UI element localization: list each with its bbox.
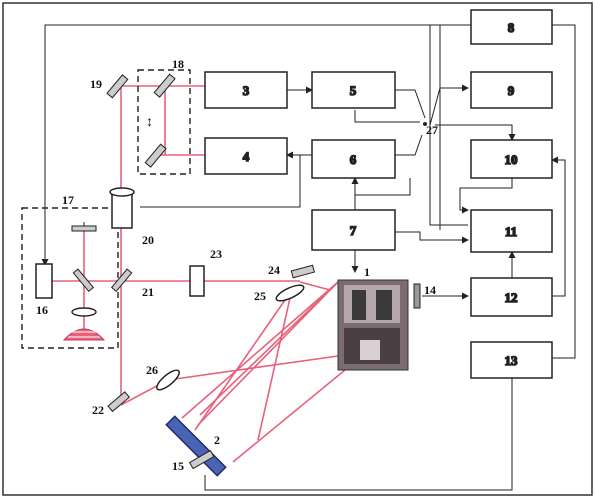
box-8: 8	[471, 10, 552, 44]
box-6: 6	[312, 140, 395, 178]
svg-text:13: 13	[505, 353, 519, 368]
component-labels: 1 2 14 15 16 17 18 19 20 21 22 23 24 25 …	[36, 57, 438, 473]
element-14	[414, 284, 420, 308]
svg-text:11: 11	[505, 224, 517, 239]
box-5: 5	[312, 72, 395, 108]
label-15: 15	[172, 459, 184, 473]
box-10: 10	[471, 140, 552, 178]
svg-text:12: 12	[505, 290, 518, 305]
svg-text:3: 3	[243, 83, 250, 98]
mirror-24	[291, 265, 314, 277]
svg-text:10: 10	[505, 152, 518, 167]
box-13: 13	[471, 342, 552, 378]
box-12: 12	[471, 278, 552, 316]
svg-text:7: 7	[350, 223, 357, 238]
label-22: 22	[92, 403, 104, 417]
detector-16	[36, 264, 52, 298]
light-source-17	[64, 329, 104, 340]
label-27: 27	[426, 123, 438, 137]
box-9: 9	[471, 72, 552, 108]
label-24: 24	[268, 263, 280, 277]
label-1: 1	[364, 265, 370, 279]
lens-26	[154, 367, 182, 393]
label-14: 14	[424, 283, 436, 297]
svg-text:9: 9	[508, 83, 515, 98]
label-16: 16	[36, 303, 48, 317]
label-19: 19	[90, 77, 102, 91]
box-3: 3	[205, 72, 287, 108]
svg-text:6: 6	[350, 152, 357, 167]
arrow-18: ↕	[146, 115, 153, 130]
label-18: 18	[172, 57, 184, 71]
box-11: 11	[471, 210, 552, 252]
label-23: 23	[210, 247, 222, 261]
label-20: 20	[142, 233, 154, 247]
label-17: 17	[62, 193, 74, 207]
label-26: 26	[146, 363, 158, 377]
label-25: 25	[254, 289, 266, 303]
svg-text:5: 5	[350, 83, 357, 98]
svg-text:4: 4	[243, 149, 250, 164]
box-7: 7	[312, 210, 395, 250]
filter-17	[72, 226, 96, 231]
label-2: 2	[214, 433, 220, 447]
svg-text:8: 8	[508, 20, 515, 35]
filter-23	[190, 266, 204, 296]
camera-1	[338, 280, 408, 370]
box-4: 4	[205, 138, 287, 174]
label-21: 21	[142, 285, 154, 299]
component-20	[110, 188, 134, 228]
lens-17	[72, 308, 96, 316]
